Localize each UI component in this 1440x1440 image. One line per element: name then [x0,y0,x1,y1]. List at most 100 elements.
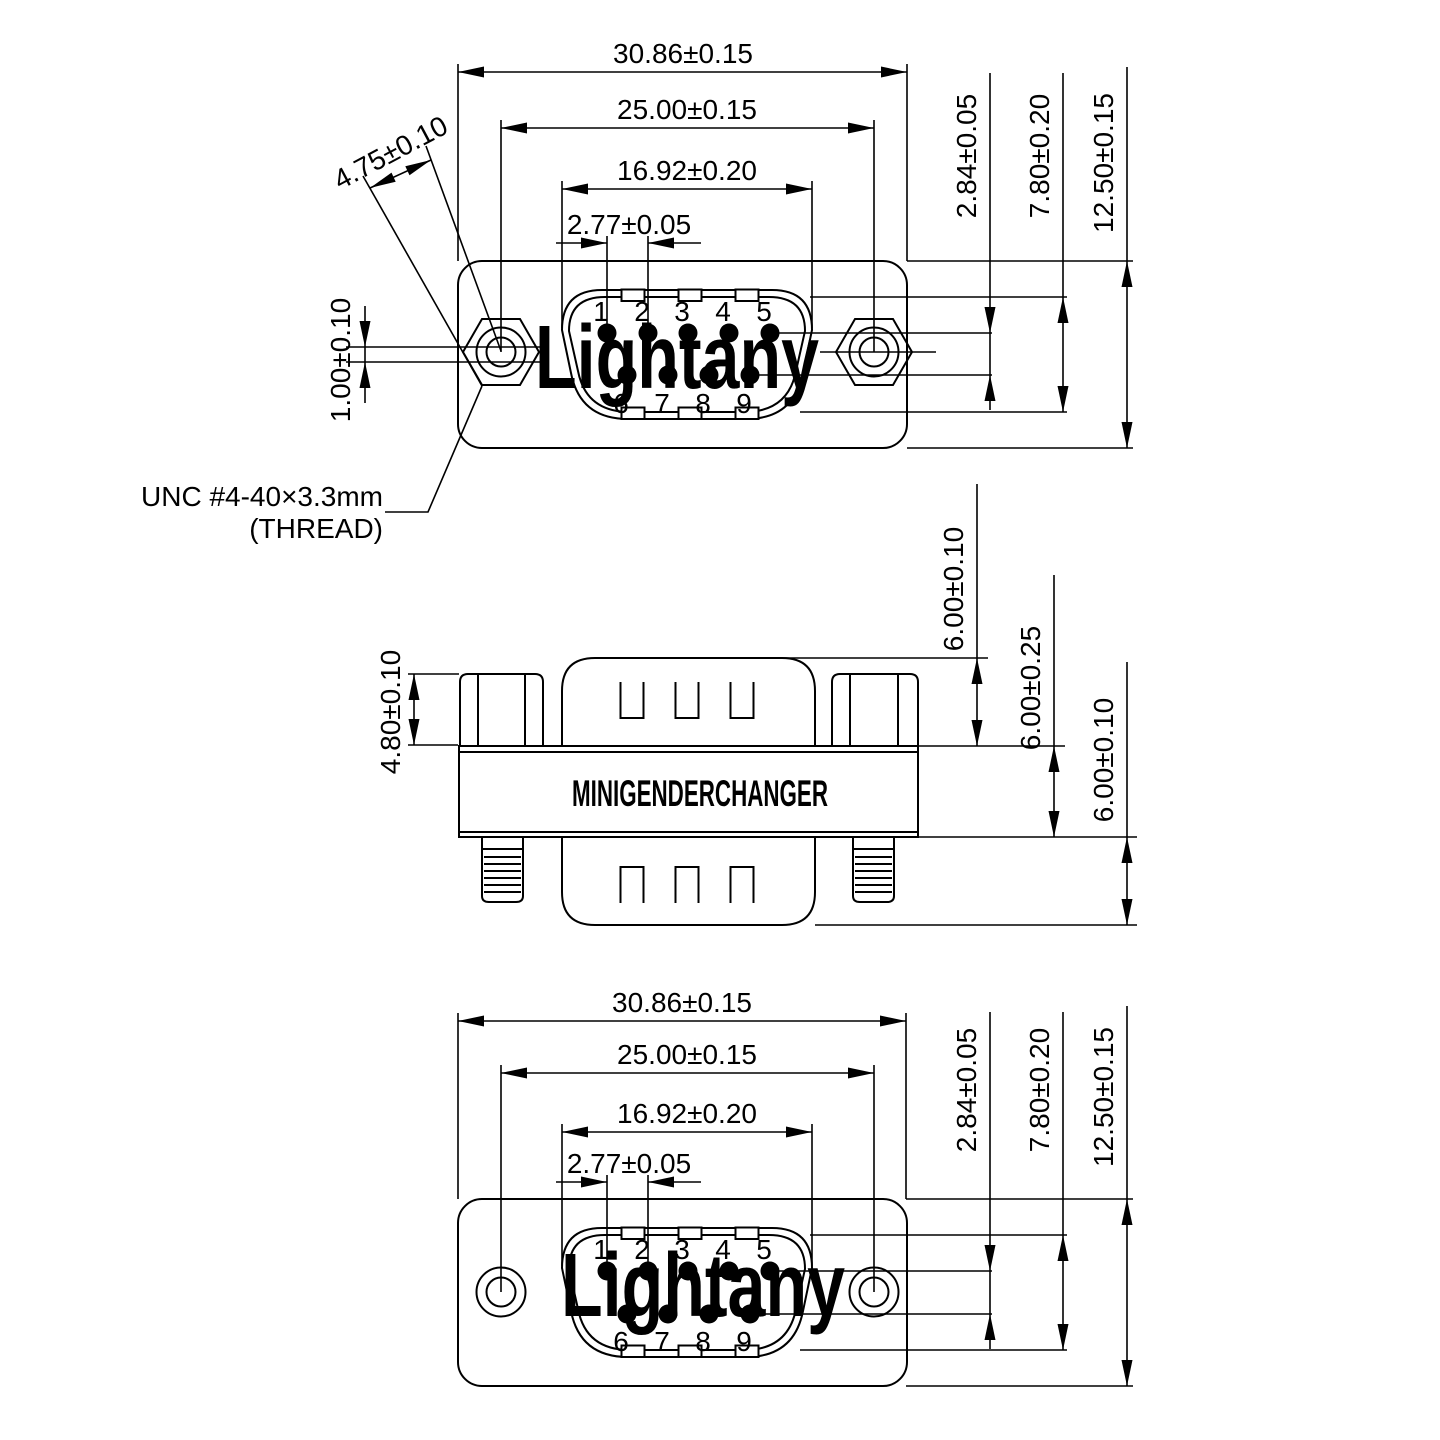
rear-right-extension-lines [759,1198,1133,1387]
thread-note-line2: (THREAD) [249,513,383,544]
side-top-slots-part [729,682,755,719]
side-standoff-right [831,673,919,746]
rear-pin-5 [760,1261,780,1281]
dim-text-rear-shell-width: 16.92±0.20 [617,1098,757,1129]
pin-number-4: 4 [715,296,731,327]
pin-number-2: 2 [634,296,650,327]
dim-front-body-height: 12.50±0.15 [1088,67,1133,448]
side-bottom-slots-part [729,866,755,903]
side-standoff-left-part [459,673,544,746]
rear-pin-2 [638,1261,658,1281]
side-screw-left [481,838,524,903]
dim-front-shell-height-part [1057,386,1069,412]
dim-front-shell-height-part [1057,297,1069,323]
dim-front-screw-spacing-part [848,122,874,134]
dim-front-shell-width-part [562,183,588,195]
dim-rear-shell-height-part [1057,1235,1069,1261]
front-shell-notches-part [620,288,646,302]
rear-pin-number-6: 6 [613,1326,629,1357]
dim-text-body-thickness: 6.00±0.25 [1015,626,1046,750]
plate-label: MINIGENDERCHANGER [572,773,828,814]
dim-side-standoff-height-part [408,674,420,700]
front-shell-notches-part [620,406,646,420]
dim-rear-shell-width-part [562,1126,588,1138]
pin-8 [699,365,719,385]
thread-note-part [385,385,483,513]
rear-pin-6 [617,1304,637,1324]
thread-note: UNC #4-40×3.3mm (THREAD) [141,385,483,544]
dim-rear-shell-height: 7.80±0.20 [1024,1012,1069,1350]
side-screw-right [852,838,895,903]
rear-pin-numbers: 1 2 3 4 5 6 7 8 9 [593,1234,772,1357]
front-pins [597,323,780,385]
pin-3 [678,323,698,343]
front-pin-numbers: 1 2 3 4 5 6 7 8 9 [593,296,772,419]
pin-number-6: 6 [613,388,629,419]
dim-text-pin-pitch: 2.77±0.05 [567,209,691,240]
rear-pin-3 [678,1261,698,1281]
dim-side-screw-height-part [1121,837,1133,863]
dim-text-pin-row-spacing: 2.84±0.05 [951,94,982,218]
side-screw-left-part [481,838,524,903]
pin-number-8: 8 [695,388,711,419]
dim-rear-pin-pitch-part [648,1176,674,1188]
dim-text-overall-width: 30.86±0.15 [613,38,753,69]
dim-text-body-height: 12.50±0.15 [1088,93,1119,233]
dim-text-rear-screw-spacing: 25.00±0.15 [617,1039,757,1070]
dim-front-pin-pitch-part [648,237,674,249]
dim-front-body-height-part [1121,261,1133,287]
dim-text-rear-pin-pitch: 2.77±0.05 [567,1148,691,1179]
dim-front-pin-pitch: 2.77±0.05 [556,209,701,326]
dim-front-pin-row-spacing-part [984,375,996,401]
front-shell-notches-part [734,288,760,302]
front-shell-notches [620,288,760,420]
rear-shell-notches-part [620,1344,646,1358]
side-standoff-left [459,673,544,746]
rear-pin-number-1: 1 [593,1234,609,1265]
dim-front-overall-width: 30.86±0.15 [457,38,908,261]
dim-side-body-thickness: 6.00±0.25 [918,575,1137,838]
dim-rear-pin-row-spacing-part [984,1245,996,1271]
dim-front-shell-height: 7.80±0.20 [1024,73,1069,412]
side-standoff-right-part [831,673,919,746]
dim-rear-screw-spacing-part [501,1067,527,1079]
rear-pin-number-3: 3 [674,1234,690,1265]
front-right-extension-lines [759,260,1133,449]
dim-front-screw-diagonal-part [425,145,502,352]
dim-rear-overall-width-part [880,1015,906,1027]
dim-rear-overall-width: 30.86±0.15 [457,987,907,1199]
rear-pin-number-7: 7 [654,1326,670,1357]
thread-note-line1: UNC #4-40×3.3mm [141,481,383,512]
pin-7 [658,365,678,385]
rear-pin-4 [719,1261,739,1281]
side-center-plate: MINIGENDERCHANGER [458,745,919,838]
dim-front-overall-width-part [881,66,907,78]
dim-front-shell-width: 16.92±0.20 [561,155,813,328]
dim-side-connector-height-part [971,720,983,746]
dim-rear-pin-row-spacing-part [984,1314,996,1340]
front-shell-notches-part [677,288,703,302]
dim-text-rear-body-height: 12.50±0.15 [1088,1027,1119,1167]
dim-text-connector-height: 6.00±0.10 [938,527,969,651]
side-bottom-slots-part [619,866,645,903]
front-shell-notches-part [734,406,760,420]
pin-9 [740,365,760,385]
dim-front-centerline-offset: 1.00±0.10 [325,298,540,422]
dim-rear-pin-row-spacing: 2.84±0.05 [951,1012,996,1349]
rear-pin-7 [658,1304,678,1324]
dim-rear-screw-spacing-part [848,1067,874,1079]
side-bottom-slots-part [674,866,700,903]
dim-front-body-height-part [1121,422,1133,448]
dim-text-screw-height: 6.00±0.10 [1088,698,1119,822]
dim-front-pin-pitch-part [581,237,607,249]
pin-number-3: 3 [674,296,690,327]
rear-shell-notches-part [677,1226,703,1240]
dim-front-screw-spacing-part [501,122,527,134]
pin-number-5: 5 [756,296,772,327]
rear-shell-notches-part [620,1226,646,1240]
dim-front-screw-diagonal-part [362,175,483,387]
dim-text-shell-width: 16.92±0.20 [617,155,757,186]
pin-4 [719,323,739,343]
dim-side-screw-height-part [1121,899,1133,925]
